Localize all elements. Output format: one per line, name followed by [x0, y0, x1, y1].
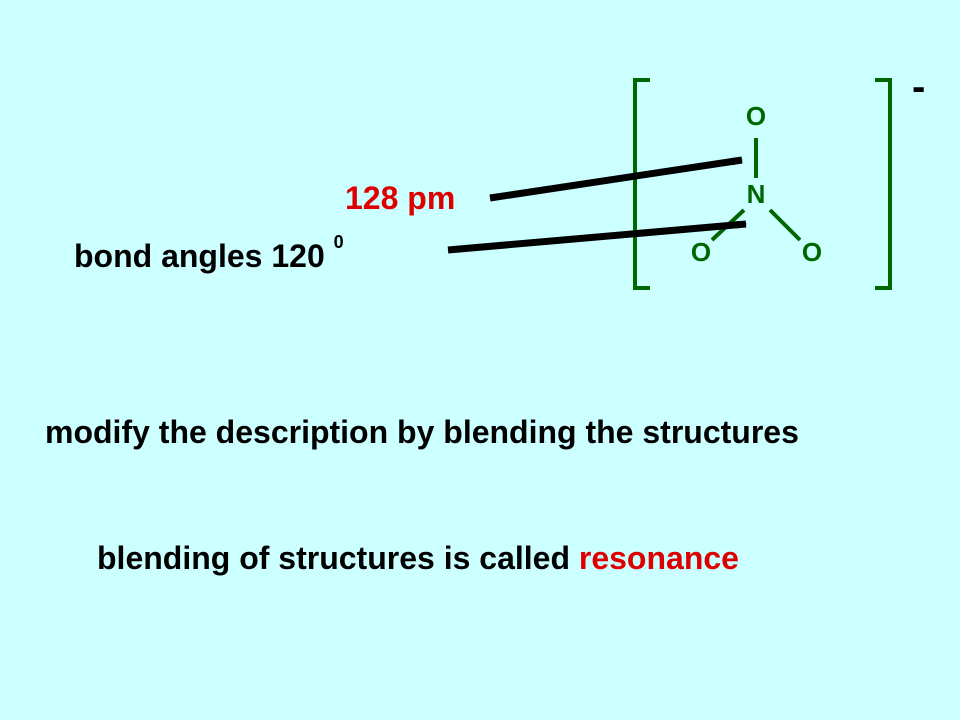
degree-superscript: 0	[333, 232, 344, 252]
bond-angle-arrow	[447, 220, 747, 254]
blending-text: blending of structures is called	[97, 540, 570, 576]
left-oxygen-atom: O	[691, 237, 711, 267]
bond-angles-label: bond angles 120 0	[74, 232, 344, 275]
bond-n-o-right	[768, 208, 802, 242]
resonance-word: resonance	[578, 540, 739, 576]
right-oxygen-atom: O	[802, 237, 822, 267]
bond-angles-text: bond angles 120	[74, 238, 325, 274]
bond-length-label: 128 pm	[345, 180, 456, 216]
right-bracket	[875, 78, 892, 290]
charge-sign: -	[912, 65, 925, 109]
resonance-statement: blending of structures is called resonan…	[97, 540, 739, 577]
nitrogen-atom: N	[747, 179, 766, 209]
description-text: modify the description by blending the s…	[45, 414, 799, 450]
bond-length-arrow	[489, 156, 743, 202]
top-oxygen-atom: O	[746, 101, 766, 131]
left-bracket	[633, 78, 650, 290]
